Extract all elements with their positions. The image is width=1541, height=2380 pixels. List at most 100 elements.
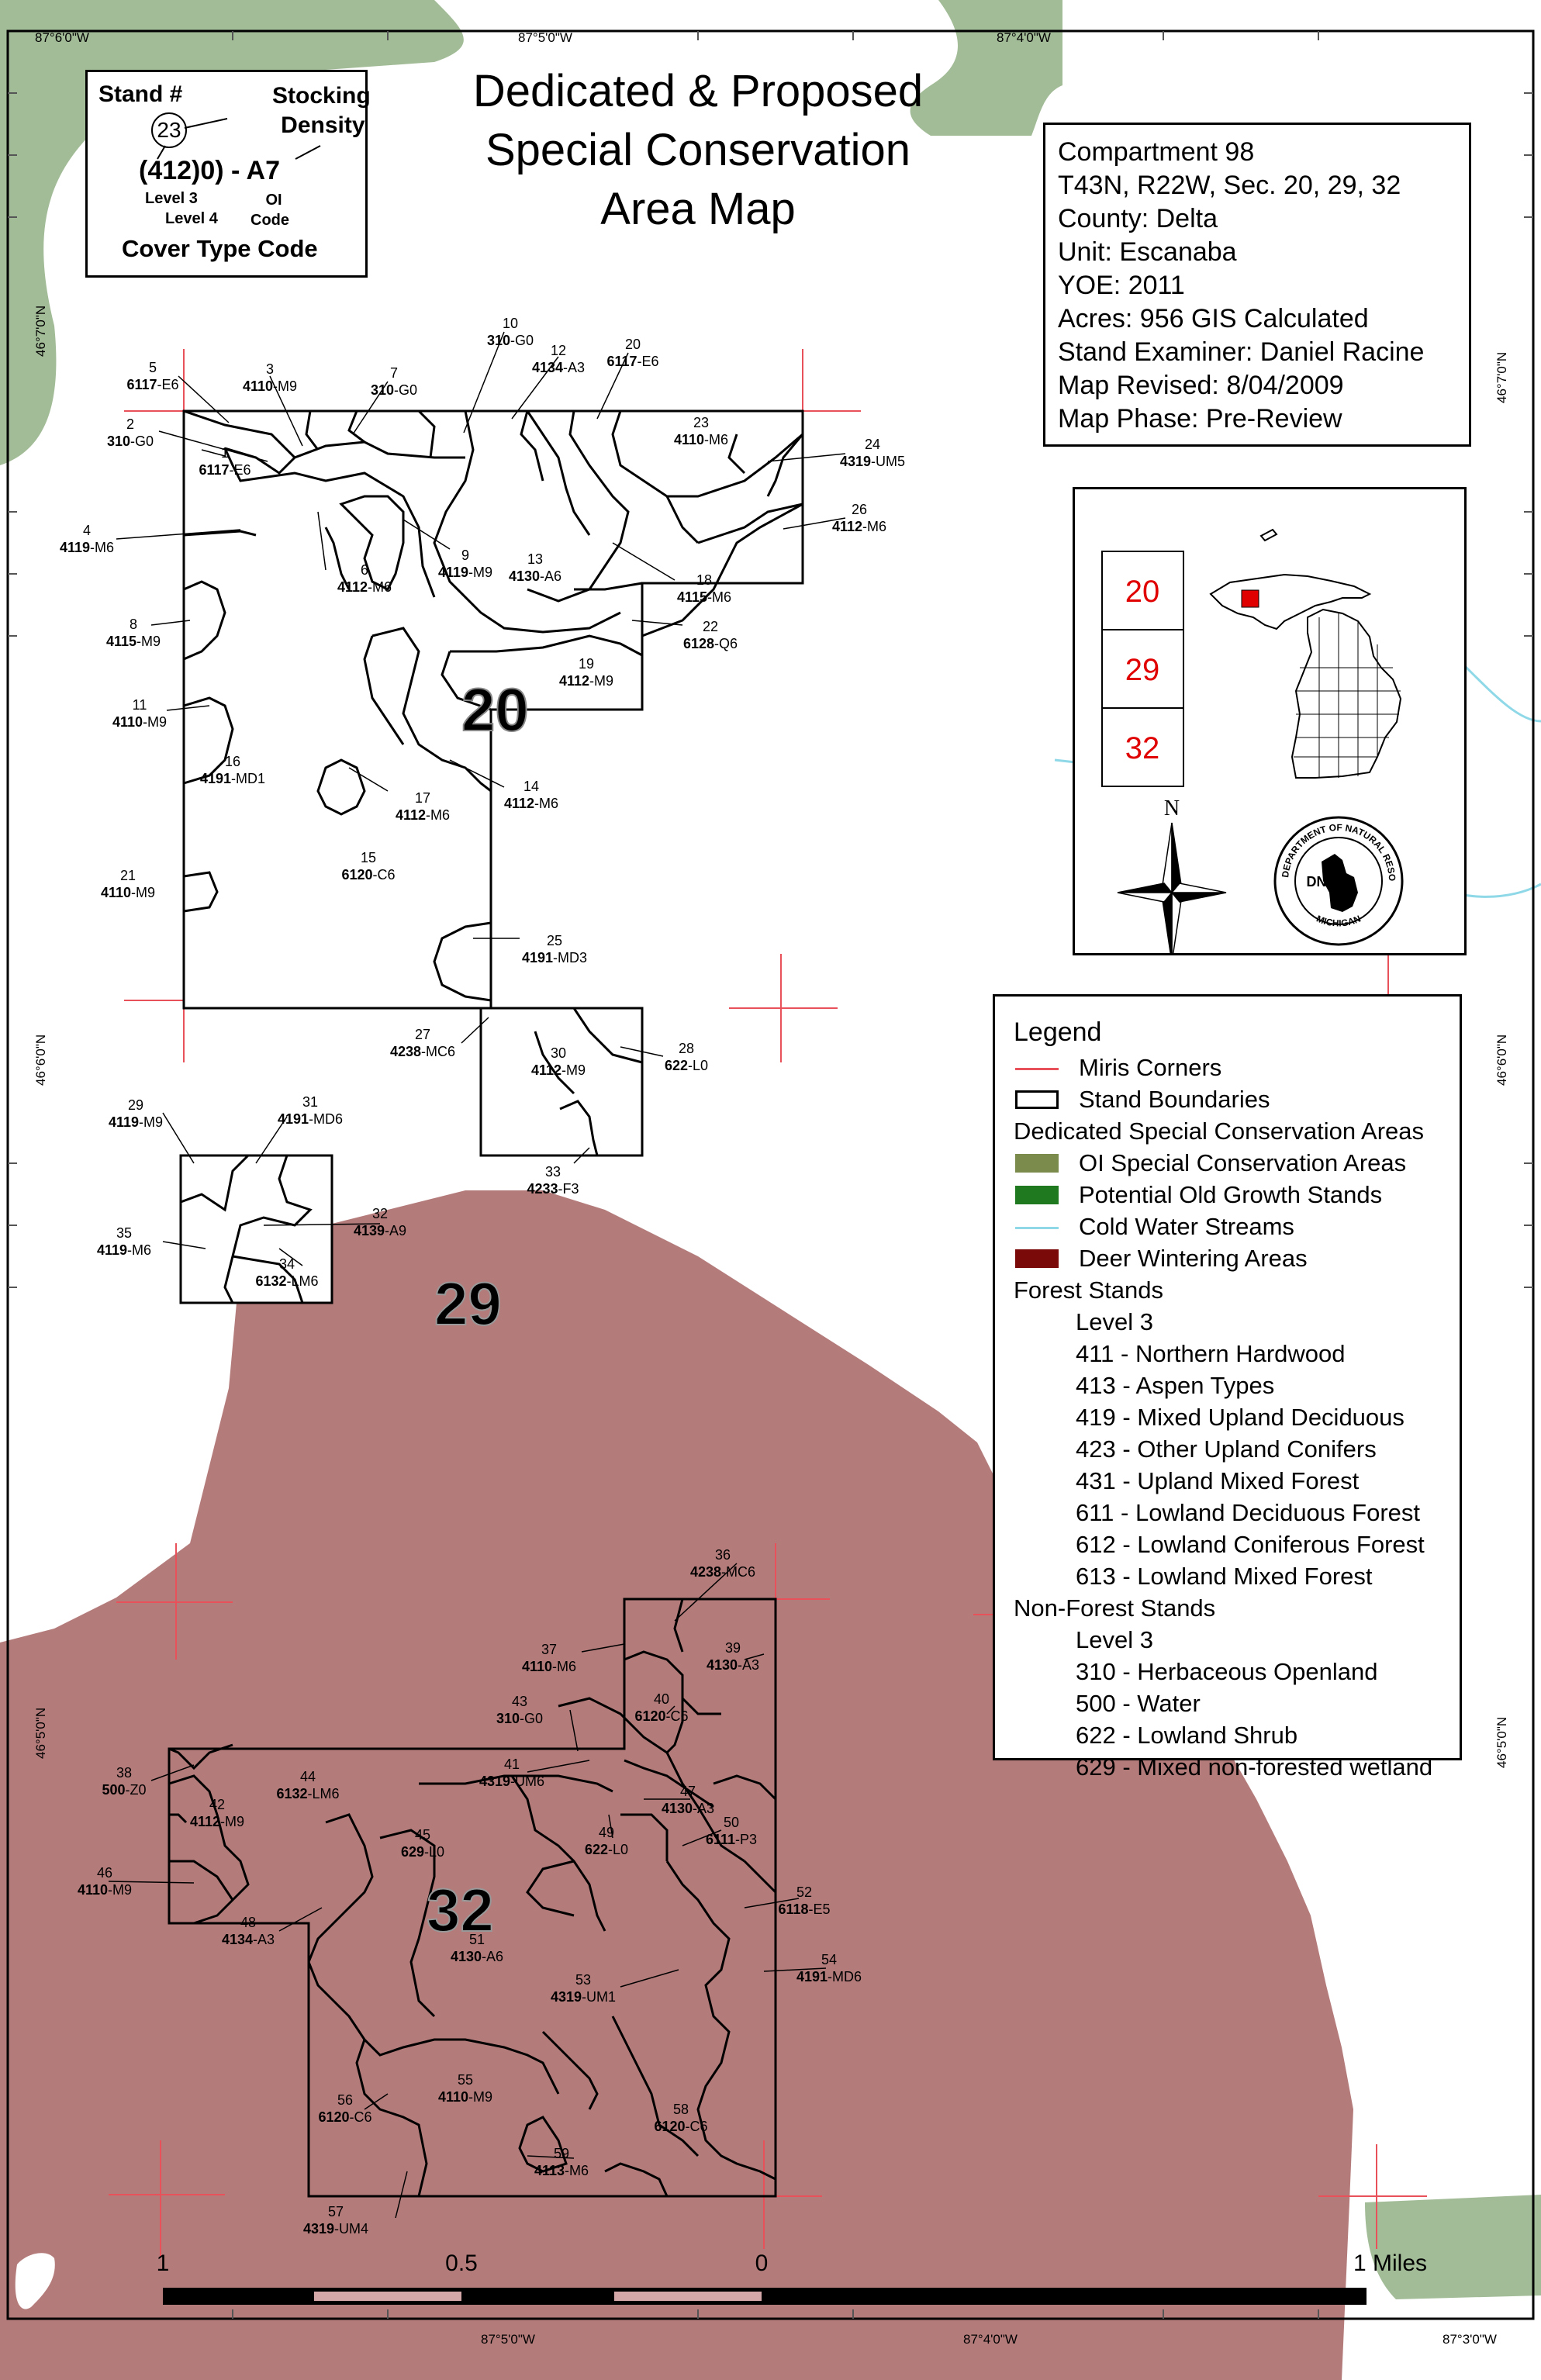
stand-code-label: 310-G0 — [371, 382, 417, 398]
stand-code-bold: 4119 — [60, 540, 90, 555]
stand-code-suffix: -M9 — [561, 1062, 586, 1078]
stand-code-suffix: -UM6 — [510, 1774, 544, 1789]
stand-code-label: 310-G0 — [487, 333, 534, 348]
legend-item: 611 - Lowland Deciduous Forest — [1014, 1497, 1441, 1529]
stand-number-label: 7 — [390, 365, 398, 381]
stand-code-bold: 4119 — [97, 1242, 127, 1258]
deer-wintering-area — [0, 1190, 1353, 2380]
stand-code-label: 4112-M9 — [559, 673, 613, 689]
stand-key-arrows — [157, 118, 321, 160]
stand-number-label: 2 — [126, 416, 134, 432]
stand-number-label: 44 — [300, 1769, 316, 1784]
delta-county-highlight — [1241, 589, 1259, 608]
stand-code-suffix: -E5 — [809, 1902, 831, 1917]
stand-code-suffix: -Q6 — [714, 636, 738, 651]
stand-code-suffix: -M9 — [468, 2089, 492, 2105]
stand-code-bold: 4134 — [222, 1932, 253, 1947]
stand-code-suffix: -M9 — [273, 378, 297, 394]
stand-code-label: 4319-UM5 — [840, 454, 905, 469]
map-title-line-1: Dedicated & Proposed — [472, 66, 924, 116]
stand-code-bold: 310 — [496, 1711, 520, 1726]
legend-swatch — [1015, 1090, 1059, 1109]
legend-item-label: Forest Stands — [1014, 1276, 1163, 1304]
legend-item-label: 622 - Lowland Shrub — [1076, 1722, 1298, 1749]
locator-inset-graphic: 20 29 32 N — [1075, 489, 1404, 953]
stand-code-label: 4319-UM4 — [303, 2221, 368, 2237]
scale-label-0: 0 — [755, 2250, 769, 2276]
stand-code-label: 4130-A3 — [707, 1657, 759, 1673]
stand-code-bold: 4130 — [509, 568, 540, 584]
stand-code-suffix: -MD6 — [828, 1969, 862, 1984]
stand-code-suffix: -G0 — [394, 382, 417, 398]
stand-code-suffix: -MD6 — [309, 1111, 343, 1127]
stand-code-suffix: -M9 — [220, 1814, 244, 1829]
stand-code-bold: 6128 — [683, 636, 714, 651]
stand-number-label: 20 — [625, 337, 641, 352]
legend-swatch — [1015, 1227, 1059, 1229]
stand-number-label: 37 — [541, 1642, 557, 1657]
legend-swatch — [1015, 1185, 1059, 1204]
stand-number-label: 24 — [865, 437, 880, 452]
stand-code-label: 6111-P3 — [706, 1832, 757, 1847]
stand-code-bold: 4134 — [532, 360, 563, 375]
stand-number-label: 54 — [821, 1952, 837, 1967]
stand-code-bold: 4110 — [438, 2089, 468, 2105]
stand-leader-line — [278, 1907, 323, 1932]
stand-code-suffix: -M6 — [862, 519, 886, 534]
stand-number-label: 36 — [715, 1547, 731, 1563]
stand-code-bold: 6117 — [606, 354, 637, 369]
stand-number-label: 27 — [415, 1027, 430, 1042]
legend-item-label: 413 - Aspen Types — [1076, 1372, 1275, 1399]
stand-code-bold: 4110 — [674, 432, 704, 447]
legend-item-label: 629 - Mixed non-forested wetland — [1076, 1753, 1433, 1781]
stand-code-label: 4110-M9 — [243, 378, 297, 394]
stand-code-suffix: -M9 — [589, 673, 613, 689]
stand-leader-line — [364, 2093, 389, 2110]
stand-code-bold: 4110 — [112, 714, 143, 730]
stand-code-bold: 310 — [107, 434, 130, 449]
stand-code-bold: 6120 — [634, 1708, 665, 1724]
legend-item: Deer Wintering Areas — [1014, 1242, 1441, 1274]
graticule-top-1: 87°6'0"W — [35, 30, 89, 45]
stand-code-bold: 4115 — [106, 634, 136, 649]
stand-number-label: 21 — [120, 868, 136, 883]
stand-number-label: 50 — [724, 1815, 739, 1830]
stand-leader-line — [162, 1241, 206, 1249]
stand-code-label: 4119-M9 — [109, 1114, 163, 1130]
graticule-right-1: 46°7'0"N — [1494, 352, 1509, 403]
stand-code-suffix: -L0 — [688, 1058, 708, 1073]
inset-section-20: 20 — [1125, 575, 1160, 609]
info-line-yoe: YOE: 2011 — [1058, 271, 1185, 300]
stand-labels: 16117-E62310-G034110-M944119-M656117-E66… — [60, 316, 905, 2237]
inset-section-boxes — [1101, 551, 1184, 787]
legend-item: 431 - Upland Mixed Forest — [1014, 1465, 1441, 1497]
stand-code-suffix: -A3 — [738, 1657, 759, 1673]
stand-code-suffix: -MD1 — [231, 771, 265, 786]
legend-item: 629 - Mixed non-forested wetland — [1014, 1751, 1441, 1783]
stand-code-label: 6120-C6 — [318, 2109, 371, 2125]
stand-number-label: 11 — [133, 697, 147, 713]
stand-leader-line — [166, 705, 210, 711]
stand-leader-line — [150, 620, 191, 626]
stand-leader-line — [744, 1898, 800, 1908]
stand-leader-line — [783, 517, 846, 530]
stand-code-label: 6120-C6 — [654, 2119, 707, 2134]
stand-code-label: 6132-LM6 — [276, 1786, 339, 1801]
stand-key-level4: Level 4 — [165, 210, 218, 227]
graticule-top-3: 87°4'0"W — [997, 30, 1051, 45]
stand-code-bold: 4110 — [243, 378, 273, 394]
stand-leader-line — [162, 1112, 195, 1164]
stand-leader-line — [463, 331, 505, 434]
stand-leader-line — [395, 2171, 408, 2219]
stand-code-suffix: -M6 — [707, 589, 731, 605]
stand-code-label: 4112-M6 — [832, 519, 886, 534]
stand-number-label: 19 — [579, 656, 594, 672]
stand-code-bold: 4319 — [303, 2221, 334, 2237]
legend-item: Forest Stands — [1014, 1274, 1441, 1306]
stand-code-suffix: -M9 — [143, 714, 167, 730]
stand-code-label: 4139-A9 — [354, 1223, 406, 1238]
stand-code-suffix: -L0 — [608, 1842, 628, 1857]
stand-code-bold: 4191 — [522, 950, 553, 965]
stand-code-bold: 310 — [487, 333, 510, 348]
legend-title: Legend — [1014, 1017, 1102, 1047]
